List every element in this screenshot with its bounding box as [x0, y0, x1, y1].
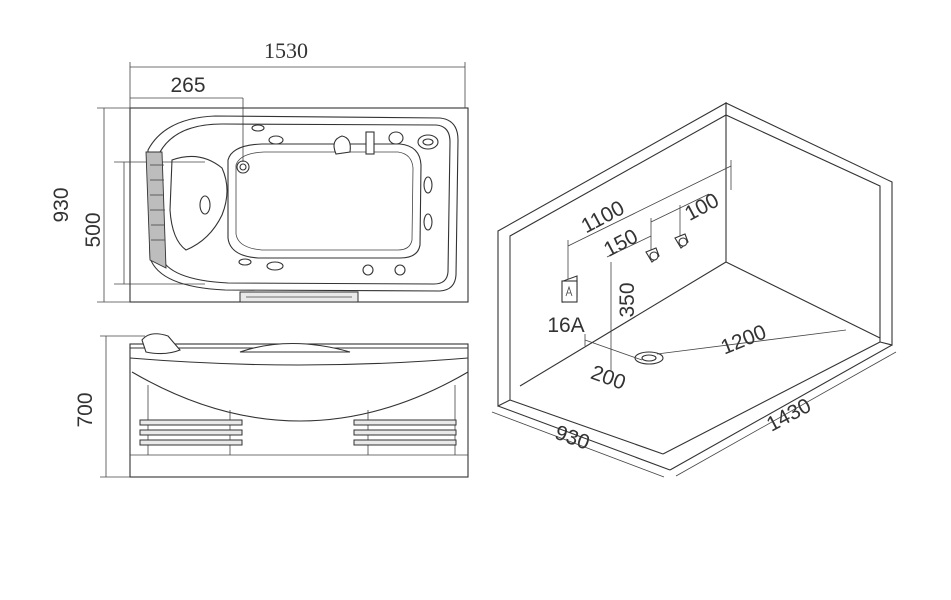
- top-view: 1530 265 930 500: [50, 38, 469, 303]
- dim-inner-width: 500: [82, 212, 105, 247]
- valve-icon: [674, 233, 689, 249]
- vent-left: [139, 419, 243, 446]
- dim-200: 200: [588, 361, 629, 395]
- dim-height: 700: [74, 392, 97, 427]
- vent-right: [353, 419, 457, 446]
- dim-overall-length: 1530: [264, 38, 308, 63]
- dim-930-depth: 930: [552, 421, 593, 455]
- tub-basin: [227, 143, 422, 259]
- dim-150: 150: [600, 225, 642, 262]
- drain-icon: [634, 351, 664, 365]
- dim-350: 350: [616, 282, 639, 317]
- dim-1200: 1200: [718, 321, 770, 360]
- socket-rating: 16A: [547, 314, 584, 337]
- faucet-icon: [333, 135, 351, 155]
- valve-icon: [645, 247, 660, 263]
- tub-outline-top: [129, 107, 469, 303]
- dim-1430: 1430: [763, 394, 815, 436]
- room-view: 1100 150 100 16A 350 20: [491, 102, 897, 478]
- tub-outline-front: [129, 343, 469, 478]
- dim-overall-width: 930: [50, 187, 73, 222]
- headrest-front: [141, 333, 181, 355]
- handle-front: [239, 343, 351, 353]
- front-view: 700: [74, 333, 469, 478]
- jet-icon: [236, 160, 250, 174]
- tub-rim: [147, 115, 459, 292]
- dim-100: 100: [681, 189, 723, 226]
- socket-box: [561, 280, 578, 303]
- dim-offset-to-jet: 265: [170, 74, 205, 97]
